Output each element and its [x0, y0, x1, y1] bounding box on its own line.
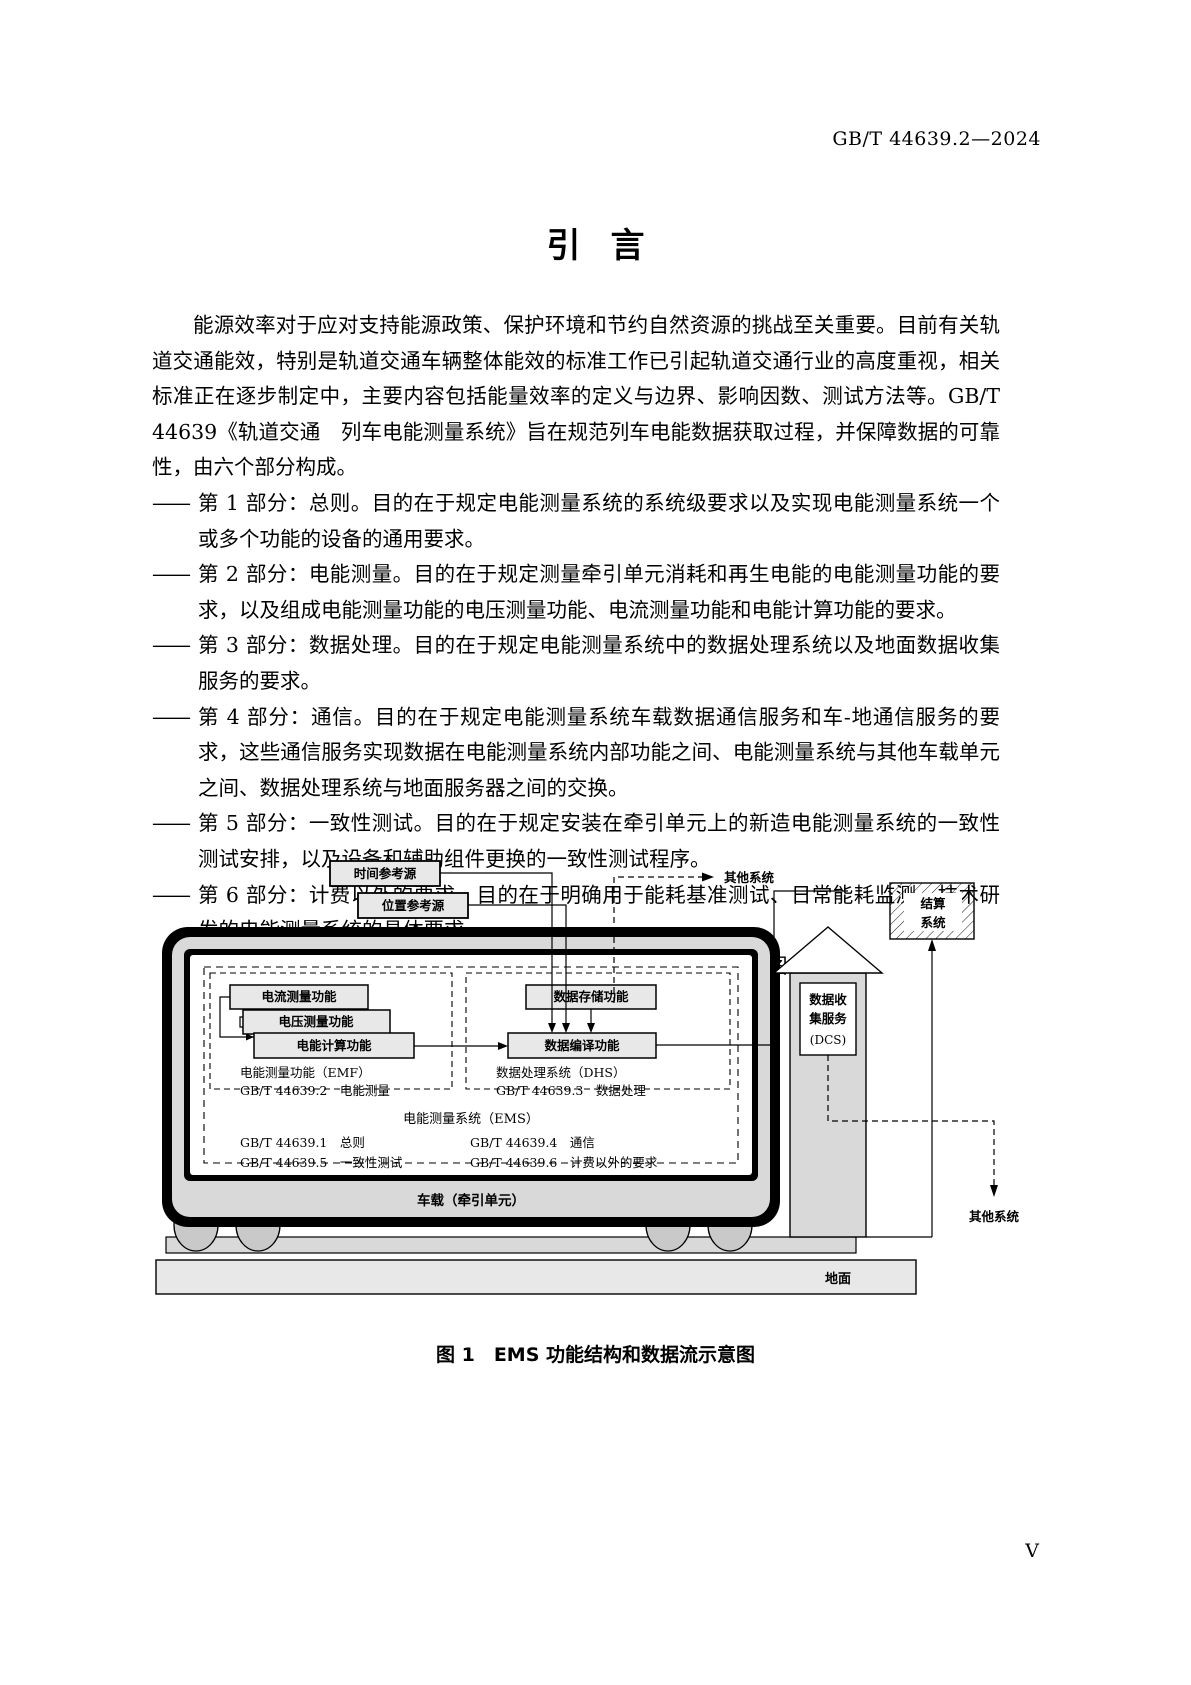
arrow-head	[548, 1023, 556, 1033]
emf-boundary	[209, 972, 453, 1090]
ems-ref-1: GB/T 44639.1 总则	[240, 1135, 365, 1150]
data-compilation-box	[507, 1032, 657, 1059]
settlement-system-label-line2: 系统	[920, 915, 946, 930]
arrow-head	[928, 939, 936, 951]
dhs-caption-line2: GB/T 44639.3 数据处理	[496, 1083, 646, 1098]
list-item-label: 第 5 部分：一致性测试。目的在于规定安装在牵引单元上的新造电能测量系统的一致性…	[198, 811, 1000, 871]
intro-paragraph: 能源效率对于应对支持能源政策、保护环境和节约自然资源的挑战至关重要。目前有关轨道…	[152, 313, 1000, 480]
voltage-measurement-label: 电压测量功能	[278, 1014, 354, 1029]
settlement-system-label-line1: 结算	[920, 896, 946, 911]
page-number: Ⅴ	[1025, 1540, 1039, 1562]
list-item: —— 第 1 部分：总则。目的在于规定电能测量系统的系统级要求以及实现电能测量系…	[152, 486, 1000, 557]
list-item-label: 第 3 部分：数据处理。目的在于规定电能测量系统中的数据处理系统以及地面数据收集…	[198, 633, 1000, 693]
dhs-boundary	[465, 972, 731, 1090]
list-dash: ——	[152, 811, 191, 836]
arrow-head	[990, 1185, 998, 1197]
position-reference-box	[357, 892, 469, 919]
ems-caption: 电能测量系统（EMS）	[403, 1112, 539, 1127]
list-item: —— 第 5 部分：一致性测试。目的在于规定安装在牵引单元上的新造电能测量系统的…	[152, 806, 1000, 877]
ems-ref-2: GB/T 44639.4 通信	[470, 1135, 595, 1150]
time-reference-box	[329, 860, 441, 887]
standard-number: GB/T 44639.2—2024	[832, 128, 1041, 150]
arrow-head	[587, 1023, 595, 1033]
ems-ref-4: GB/T 44639.6 计费以外的要求	[470, 1155, 658, 1170]
emf-caption-line2: GB/T 44639.2 电能测量	[240, 1083, 390, 1098]
dcs-label-line2: 集服务	[808, 1011, 847, 1026]
list-item: —— 第 3 部分：数据处理。目的在于规定电能测量系统中的数据处理系统以及地面数…	[152, 628, 1000, 699]
arrow-head	[702, 872, 714, 882]
list-item-label: 第 4 部分：通信。目的在于规定电能测量系统车载数据通信服务和车-地通信服务的要…	[198, 704, 1000, 800]
other-systems-bottom-label: 其他系统	[969, 1209, 1020, 1224]
reference-feed-lines	[440, 872, 567, 1023]
figure-caption: 图 1 EMS 功能结构和数据流示意图	[435, 1344, 756, 1366]
list-dash: ——	[152, 490, 191, 515]
dcs-roof	[772, 926, 884, 974]
current-measurement-box	[229, 984, 369, 1010]
list-item-label: 第 2 部分：电能测量。目的在于规定测量牵引单元消耗和再生电能的电能测量功能的要…	[198, 562, 1000, 622]
ground-slab	[155, 1259, 917, 1295]
current-measurement-label: 电流测量功能	[261, 989, 337, 1004]
arrow-head	[562, 1023, 570, 1033]
time-reference-label: 时间参考源	[354, 866, 417, 881]
data-storage-label: 数据存储功能	[552, 989, 629, 1004]
figure-ems-architecture: 地面 车载（牵引单元）	[148, 855, 1048, 1310]
ems-ref-3: GB/T 44639.5 一致性测试	[240, 1155, 403, 1170]
dcs-label-line3: (DCS)	[810, 1033, 846, 1047]
other-systems-bottom-line	[827, 1055, 995, 1185]
list-item: —— 第 4 部分：通信。目的在于规定电能测量系统车载数据通信服务和车-地通信服…	[152, 700, 1000, 807]
data-compilation-label: 数据编译功能	[543, 1038, 620, 1053]
dhs-to-dcs-line	[656, 890, 848, 1046]
position-reference-label: 位置参考源	[382, 898, 445, 913]
ground-label: 地面	[825, 1271, 851, 1287]
emf-caption-line1: 电能测量功能（EMF）	[240, 1065, 371, 1080]
dhs-caption-line1: 数据处理系统（DHS）	[496, 1065, 626, 1080]
settlement-label-backing	[904, 893, 962, 931]
page-title: 引言	[546, 226, 675, 266]
dcs-label-line1: 数据收	[808, 992, 847, 1007]
arrow-head	[246, 1033, 254, 1041]
list-item: —— 第 2 部分：电能测量。目的在于规定测量牵引单元消耗和再生电能的电能测量功…	[152, 557, 1000, 628]
onboard-label: 车载（牵引单元）	[417, 1192, 525, 1209]
other-systems-top-label: 其他系统	[724, 870, 775, 885]
data-storage-box	[525, 984, 657, 1010]
list-dash: ——	[152, 562, 191, 587]
running-header: GB/T 44639.2—2024	[832, 128, 1041, 150]
other-systems-top-line	[613, 876, 704, 1003]
list-item-label: 第 1 部分：总则。目的在于规定电能测量系统的系统级要求以及实现电能测量系统一个…	[198, 490, 1000, 551]
list-dash: ——	[152, 704, 191, 729]
energy-calculation-label: 电能计算功能	[296, 1038, 372, 1053]
list-dash: ——	[152, 633, 191, 658]
list-dash: ——	[152, 882, 191, 907]
arrow-head	[498, 1042, 508, 1050]
ems-boundary	[203, 966, 739, 1164]
